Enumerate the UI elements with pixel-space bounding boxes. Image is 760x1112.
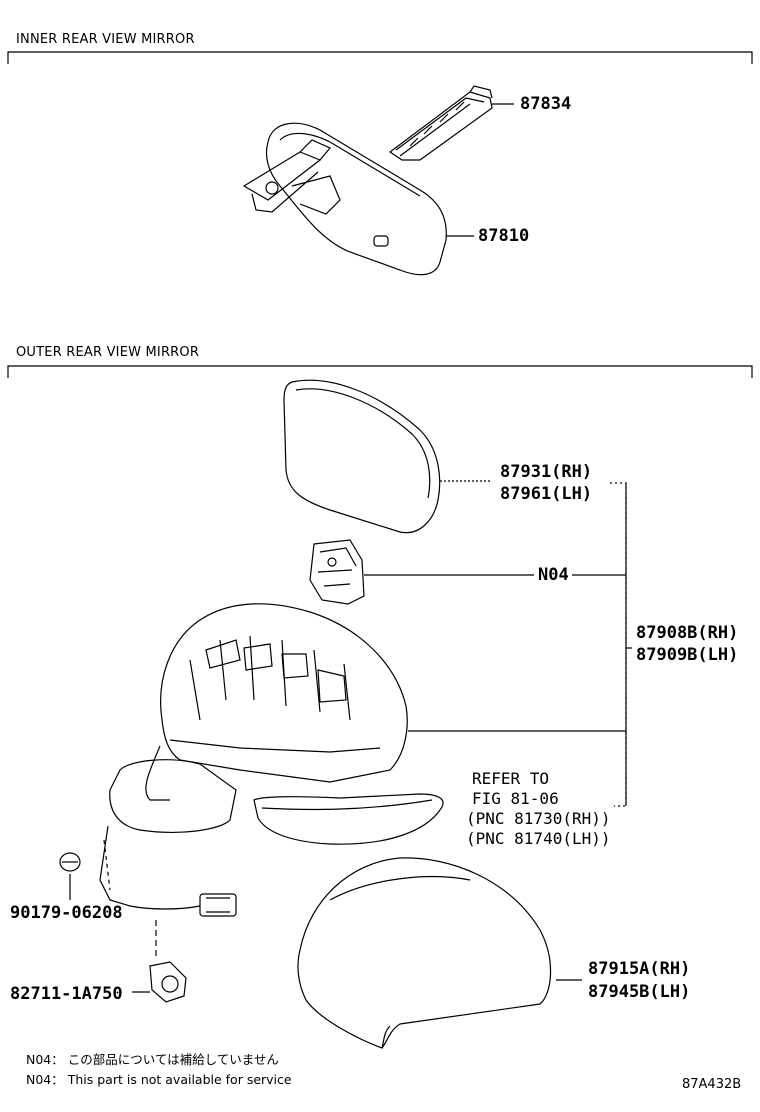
mirror-glass-drawing	[283, 379, 441, 534]
socket-drawing	[149, 961, 187, 1003]
part-label-87909: 87909B(LH)	[636, 645, 739, 665]
assembly-bracket	[610, 482, 632, 807]
outer-section-bracket	[7, 365, 753, 378]
refer-line-2: FIG 81-06	[472, 789, 559, 808]
refer-line-1: REFER TO	[472, 769, 550, 788]
part-label-87915: 87915A(RH)	[588, 959, 691, 979]
part-label-82711: 82711-1A750	[10, 984, 123, 1004]
refer-line-3: (PNC 81730(RH))	[466, 809, 611, 828]
mirror-cover-drawing	[297, 857, 552, 1049]
part-label-87810: 87810	[478, 226, 530, 246]
part-label-87834: 87834	[520, 94, 572, 114]
part-label-87945: 87945B(LH)	[588, 982, 691, 1002]
base-harness-drawing	[99, 759, 237, 960]
mirror-housing-drawing	[145, 603, 408, 801]
note-english: N04： This part is not available for serv…	[26, 1072, 292, 1087]
part-label-87931: 87931(RH)	[500, 462, 593, 482]
refer-line-4: (PNC 81740(LH))	[466, 829, 611, 848]
figure-code: 87A432B	[682, 1077, 742, 1092]
part-label-87908: 87908B(RH)	[636, 623, 739, 643]
turn-signal-drawing	[253, 793, 444, 845]
outer-section-title: OUTER REAR VIEW MIRROR	[16, 345, 200, 360]
note-japanese: N04： この部品については補給していません	[26, 1052, 279, 1067]
part-label-n04: N04	[538, 565, 569, 585]
inner-section-bracket	[7, 51, 753, 64]
part-label-90179: 90179-06208	[10, 903, 123, 923]
part-label-87961: 87961(LH)	[500, 484, 593, 504]
inner-mirror-body-drawing	[242, 122, 447, 276]
inner-mirror-cover-drawing	[388, 85, 493, 161]
inner-section-title: INNER REAR VIEW MIRROR	[16, 32, 195, 47]
screw-drawing	[59, 852, 81, 872]
actuator-drawing	[309, 539, 365, 605]
